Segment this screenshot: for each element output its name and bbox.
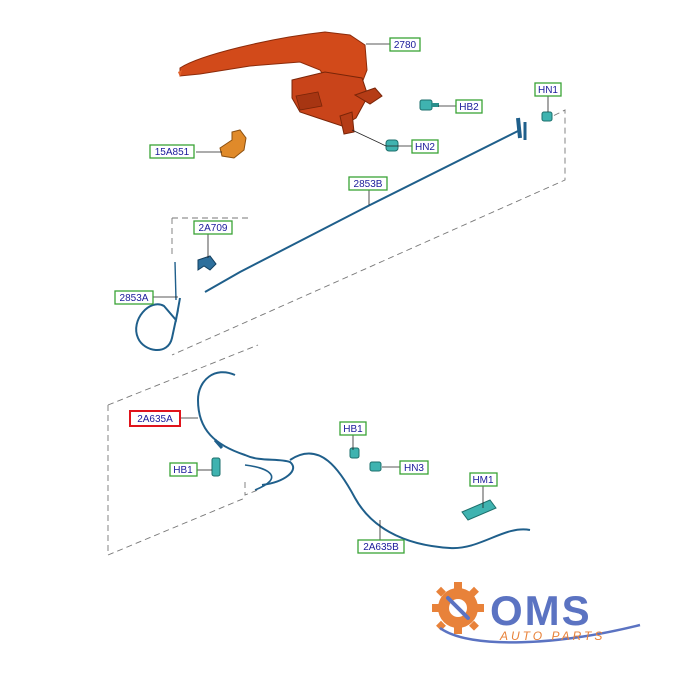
fastener-hn2 — [385, 139, 399, 152]
label-2780: 2780 — [389, 37, 421, 52]
svg-text:HN2: HN2 — [415, 142, 435, 153]
brand-logo: OMS AUTO PARTS — [432, 582, 641, 644]
svg-text:HB2: HB2 — [459, 102, 479, 113]
brand-tagline: AUTO PARTS — [499, 629, 605, 643]
fastener-hb1-top — [349, 447, 360, 459]
fastener-hb2 — [419, 99, 439, 111]
label-2853a: 2853A — [114, 290, 154, 305]
svg-text:2780: 2780 — [394, 40, 417, 51]
svg-text:2A709: 2A709 — [199, 223, 228, 234]
label-2a709: 2A709 — [193, 220, 233, 235]
handbrake-lever-part — [178, 31, 383, 135]
bracket-2a709 — [197, 255, 217, 271]
gear-wrench-icon — [432, 582, 484, 634]
label-2a635a: 2A635A — [129, 410, 181, 427]
label-hb2: HB2 — [455, 99, 483, 114]
svg-text:HB1: HB1 — [343, 424, 363, 435]
fastener-hn1 — [541, 111, 553, 122]
svg-text:HN1: HN1 — [538, 85, 558, 96]
label-hb1-left: HB1 — [169, 462, 198, 477]
label-2853b: 2853B — [348, 176, 388, 191]
svg-text:15A851: 15A851 — [155, 147, 190, 158]
svg-text:HB1: HB1 — [173, 465, 193, 476]
label-hn1: HN1 — [534, 82, 562, 97]
svg-text:2853A: 2853A — [120, 293, 149, 304]
label-hb1-top: HB1 — [339, 421, 367, 436]
cable-2853-part — [135, 117, 527, 351]
lower-assembly-outline — [107, 344, 259, 556]
svg-text:2A635A: 2A635A — [137, 414, 173, 425]
fastener-hn3 — [369, 461, 382, 472]
fastener-hb1-left — [211, 457, 221, 477]
label-hn2: HN2 — [411, 139, 439, 154]
fastener-hm1 — [461, 499, 497, 521]
leader-lines — [153, 43, 549, 540]
label-hm1: HM1 — [469, 472, 498, 487]
cable-2a635-part — [196, 371, 531, 550]
svg-text:2853B: 2853B — [354, 179, 383, 190]
upper-assembly-outline — [171, 109, 566, 356]
svg-text:2A635B: 2A635B — [363, 542, 399, 553]
svg-text:HM1: HM1 — [472, 475, 494, 486]
swoosh-decoration — [439, 623, 641, 644]
label-2a635b: 2A635B — [357, 539, 405, 554]
brand-name: OMS — [490, 587, 592, 634]
svg-text:HN3: HN3 — [404, 463, 424, 474]
label-hn3: HN3 — [399, 460, 429, 475]
clip-15a851-part — [219, 129, 247, 159]
label-15a851: 15A851 — [149, 144, 195, 159]
